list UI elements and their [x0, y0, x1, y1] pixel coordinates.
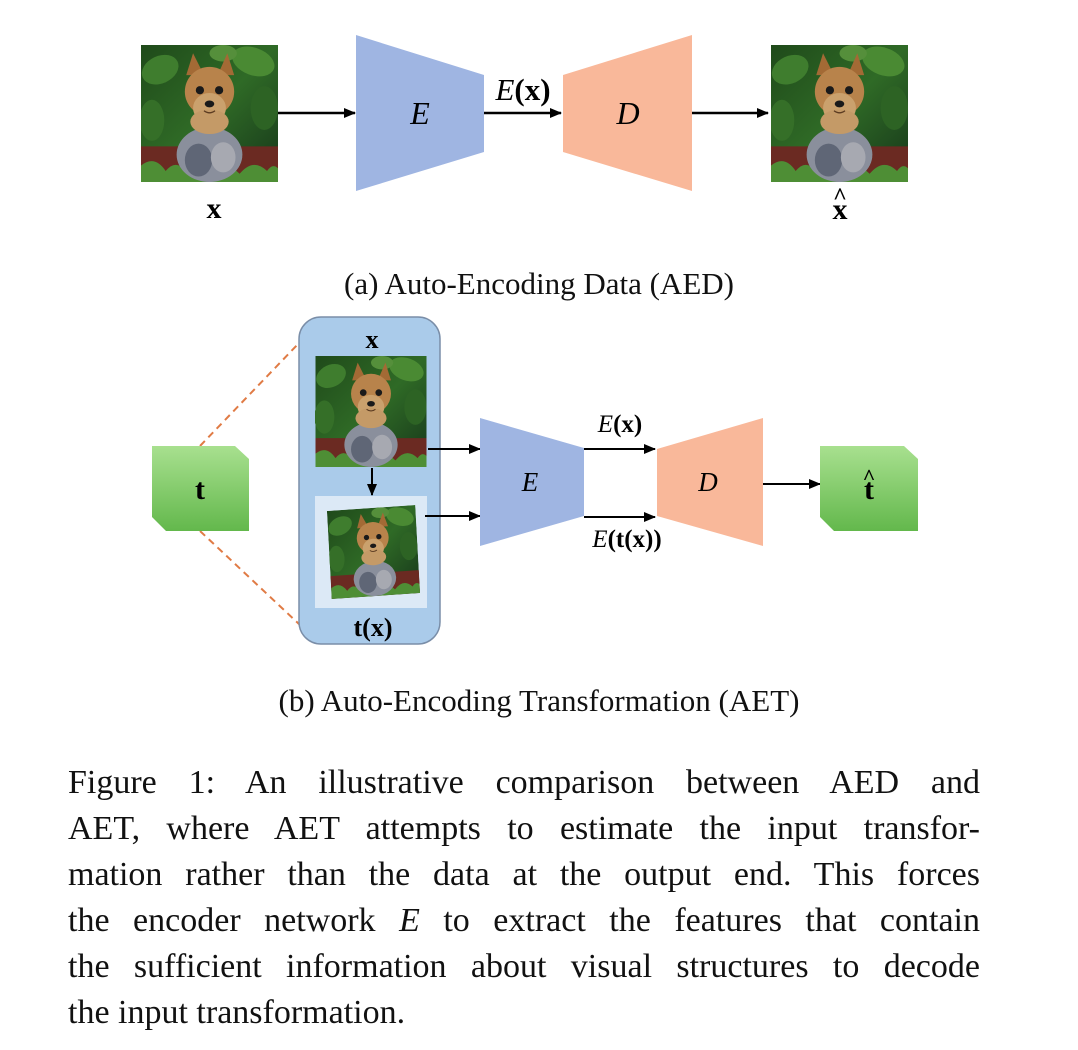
caption-line: the encoder network E to extract the fea…: [68, 898, 980, 944]
panel-b: t x t(x) E E(x) E(t(x)): [152, 316, 918, 645]
latent-label: E(x): [494, 72, 550, 107]
output-hat: ^: [833, 184, 847, 210]
latent-top-arg: (x): [613, 411, 642, 438]
decoder-label: D: [615, 95, 639, 131]
caption-text: the encoder network: [68, 902, 400, 939]
caption-line: the input transformation.: [68, 994, 406, 1031]
decoder-block: [563, 35, 692, 191]
caption-line: the sufficient information about visual …: [68, 948, 980, 985]
input-label: x: [207, 192, 222, 225]
figure-caption: Figure 1: An illustrative comparison bet…: [68, 760, 980, 1036]
dog-photo-icon: [141, 45, 278, 182]
caption-line: Figure 1: An illustrative comparison bet…: [68, 764, 980, 801]
caption-math-e: E: [399, 902, 420, 939]
latent-top-fn: E: [597, 411, 613, 438]
transform-block: [152, 446, 249, 531]
decoder-block: [657, 418, 763, 546]
latent-bottom-arg: (t(x)): [608, 526, 662, 553]
latent-label-arg: (x): [514, 72, 550, 107]
latent-bottom-fn: E: [591, 526, 607, 553]
top-image-label: x: [366, 325, 379, 354]
output-image: [771, 45, 908, 182]
output-hat: ^: [863, 464, 876, 489]
dog-photo-icon: [771, 45, 908, 182]
latent-label-fn: E: [494, 72, 514, 107]
caption-line: mation rather than the data at the outpu…: [68, 856, 980, 893]
caption-line: AET, where AET attempts to estimate the …: [68, 810, 980, 847]
dog-photo-icon: [315, 356, 427, 467]
zoom-line-bottom: [199, 530, 301, 626]
latent-top-label: E(x): [597, 411, 642, 438]
aed-aet-diagram: x E E(x) D x ^ t x: [141, 35, 918, 645]
caption-text: to extract the features that contain: [419, 902, 980, 939]
encoder-block: [480, 418, 584, 546]
encoder-block: [356, 35, 484, 191]
bottom-image-label: t(x): [354, 613, 393, 642]
subfigure-caption-b: (b) Auto-Encoding Transformation (AET): [278, 683, 800, 718]
output-label: x: [833, 193, 848, 226]
decoder-label: D: [697, 467, 718, 497]
subfigure-caption-a: (a) Auto-Encoding Data (AED): [344, 266, 734, 301]
input-image: [141, 45, 278, 182]
output-label: t: [864, 473, 874, 506]
transform-label: t: [195, 473, 205, 506]
output-transform-block: [820, 446, 918, 531]
warped-dog-photo-icon: [326, 504, 421, 599]
transformed-image: [326, 504, 421, 599]
panel-a: x E E(x) D x ^: [141, 35, 908, 226]
top-image: [315, 356, 427, 467]
encoder-label: E: [521, 467, 539, 497]
zoom-line-top: [199, 341, 301, 447]
latent-bottom-label: E(t(x)): [591, 526, 661, 553]
encoder-label: E: [409, 95, 430, 131]
